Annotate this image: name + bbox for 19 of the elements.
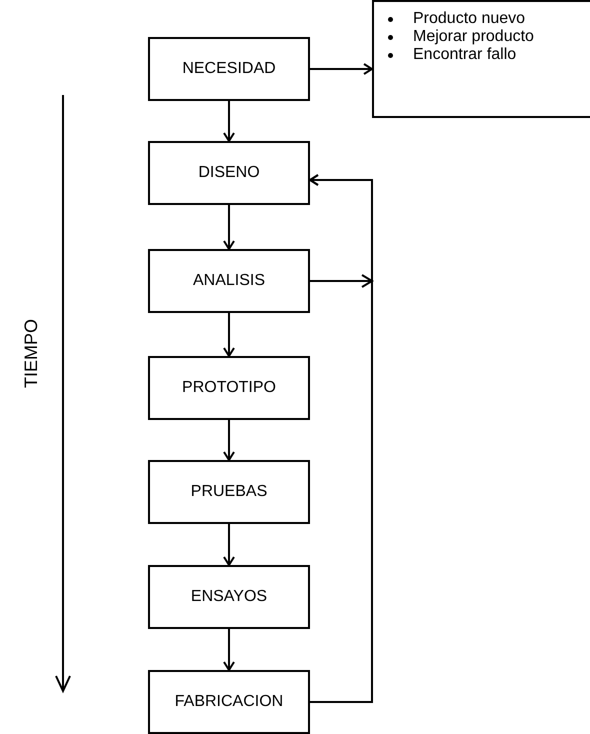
bullet-list-box (372, 0, 590, 118)
process-box (148, 37, 310, 101)
box-label: PROTOTIPO (182, 379, 276, 397)
process-box (148, 356, 310, 420)
process-box (148, 460, 310, 524)
bullet-item: Producto nuevo (413, 10, 526, 28)
box-label: FABRICACION (174, 693, 284, 711)
process-box (148, 670, 310, 734)
process-box (148, 249, 310, 313)
bullet-item: Encontrar fallo (413, 46, 516, 64)
box-label: ANALISIS (192, 272, 266, 290)
box-label: ENSAYOS (190, 588, 268, 606)
box-label: PRUEBAS (190, 483, 268, 501)
bullet-item: Mejorar producto (413, 28, 534, 46)
box-label: NECESIDAD (182, 60, 276, 78)
axis-label: TIEMPO (21, 319, 42, 388)
process-box (148, 141, 310, 205)
process-box (148, 565, 310, 629)
box-label: DISENO (198, 164, 260, 182)
